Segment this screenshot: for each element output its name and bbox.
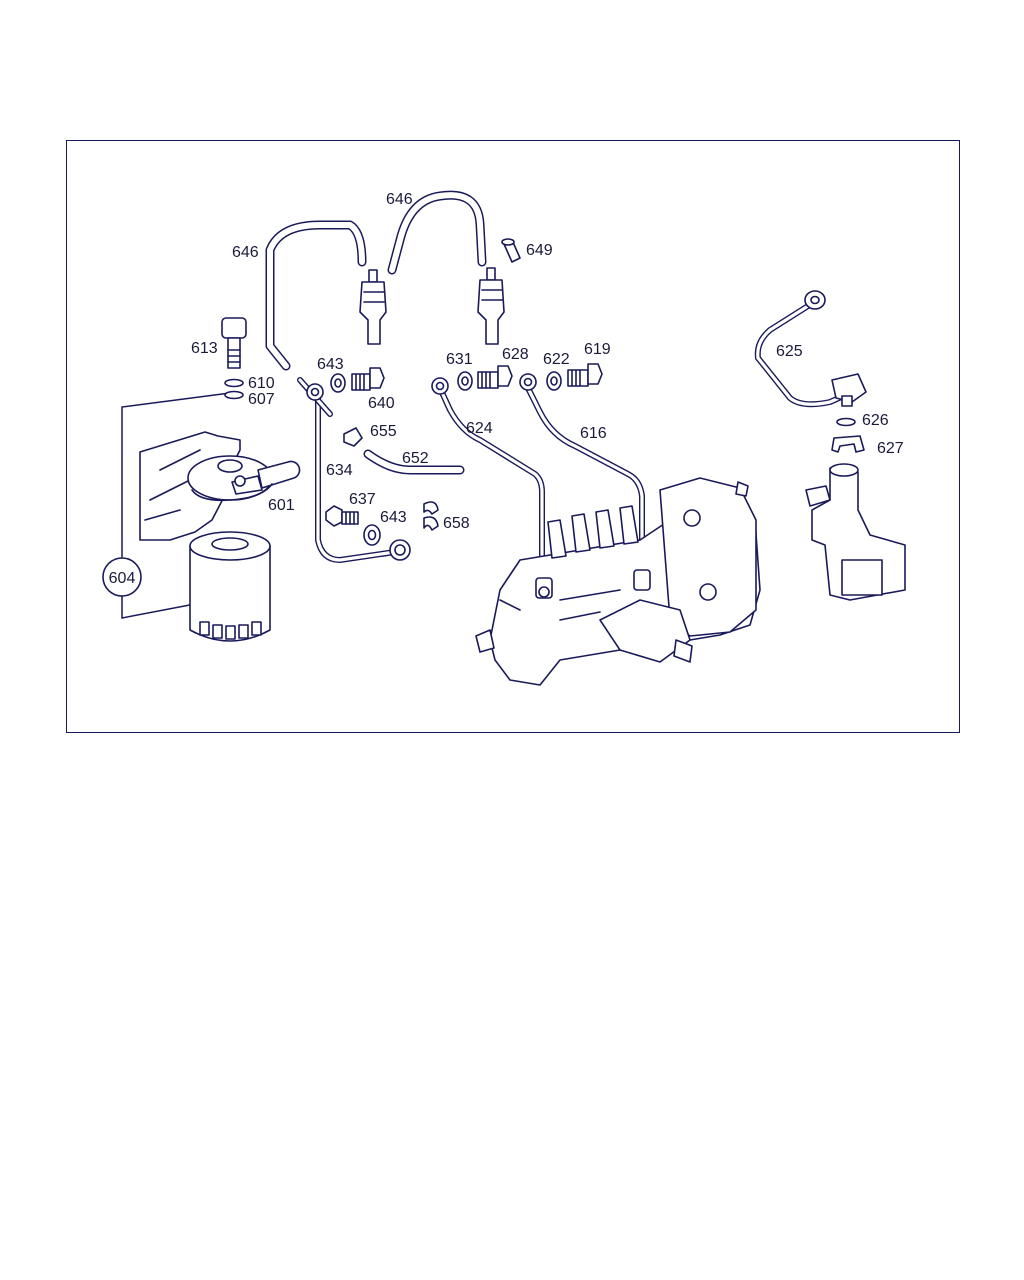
banjo-bolt-619 bbox=[567, 363, 603, 387]
callout-646-left: 646 bbox=[232, 244, 259, 261]
washer-626 bbox=[836, 417, 856, 427]
callout-643-upper: 643 bbox=[317, 356, 344, 373]
fuel-line-634 bbox=[297, 377, 411, 563]
callout-655: 655 bbox=[370, 423, 397, 440]
hose-652 bbox=[363, 449, 465, 475]
banjo-bolt-637 bbox=[325, 505, 359, 527]
washer-643-lower bbox=[363, 524, 381, 546]
callout-646-right: 646 bbox=[386, 191, 413, 208]
callout-616: 616 bbox=[580, 425, 607, 442]
callout-658: 658 bbox=[443, 515, 470, 532]
return-hose-646-right bbox=[387, 190, 487, 275]
callout-bubble-604 bbox=[102, 557, 142, 597]
callout-607: 607 bbox=[248, 391, 275, 408]
bolt-613 bbox=[221, 317, 247, 369]
clip-658 bbox=[423, 501, 439, 531]
filter-group-bracket bbox=[121, 392, 231, 619]
callout-628: 628 bbox=[502, 346, 529, 363]
callout-626: 626 bbox=[862, 412, 889, 429]
banjo-bolt-628 bbox=[477, 365, 513, 389]
banjo-bolt-640 bbox=[351, 367, 385, 391]
plug-649 bbox=[501, 238, 521, 263]
washer-643-upper bbox=[330, 373, 346, 393]
callout-634: 634 bbox=[326, 462, 353, 479]
callout-649: 649 bbox=[526, 242, 553, 259]
fuel-line-616 bbox=[519, 373, 645, 577]
washer-622 bbox=[546, 371, 562, 391]
filter-housing-601 bbox=[139, 431, 301, 541]
washer-610 bbox=[224, 378, 244, 388]
callout-625: 625 bbox=[776, 343, 803, 360]
callout-624: 624 bbox=[466, 420, 493, 437]
washer-607 bbox=[224, 390, 244, 400]
callout-640: 640 bbox=[368, 395, 395, 412]
callout-610: 610 bbox=[248, 375, 275, 392]
callout-622: 622 bbox=[543, 351, 570, 368]
fuel-line-625 bbox=[754, 290, 867, 408]
valve-housing bbox=[805, 463, 906, 601]
callout-637: 637 bbox=[349, 491, 376, 508]
return-hose-646-left bbox=[265, 220, 367, 371]
callout-643-lower: 643 bbox=[380, 509, 407, 526]
clip-655 bbox=[343, 427, 363, 447]
injector-nozzle-left bbox=[359, 269, 387, 345]
callout-601: 601 bbox=[268, 497, 295, 514]
callout-619: 619 bbox=[584, 341, 611, 358]
injector-nozzle-right bbox=[477, 267, 505, 345]
fuel-line-624 bbox=[431, 377, 545, 583]
diagram-frame bbox=[66, 140, 960, 733]
washer-631 bbox=[457, 371, 473, 391]
callout-631: 631 bbox=[446, 351, 473, 368]
callout-613: 613 bbox=[191, 340, 218, 357]
callout-labels: 646 646 649 613 610 607 643 640 631 628 … bbox=[109, 191, 904, 587]
filter-cartridge-604 bbox=[189, 531, 271, 642]
callout-627: 627 bbox=[877, 440, 904, 457]
clip-627 bbox=[831, 435, 865, 453]
callout-652: 652 bbox=[402, 450, 429, 467]
callout-604: 604 bbox=[109, 570, 136, 587]
injection-pump bbox=[475, 477, 761, 686]
